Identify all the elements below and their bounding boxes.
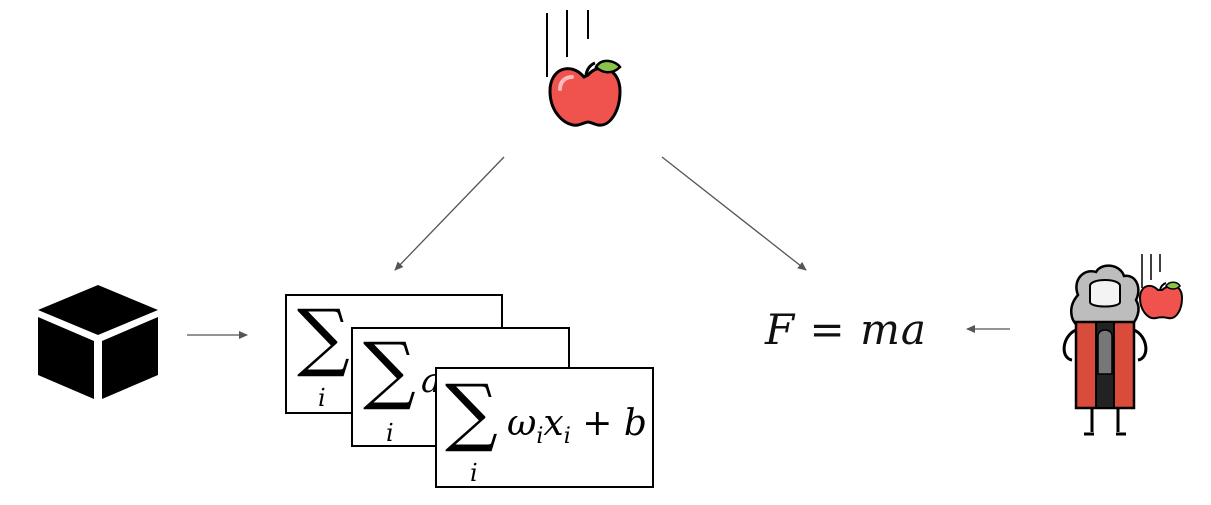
sum-symbol: ∑ bbox=[297, 294, 350, 380]
model-card-3: ∑ i ωixi + b bbox=[435, 367, 654, 488]
bias-symbol: b bbox=[623, 403, 647, 444]
law-lhs: F bbox=[765, 305, 796, 354]
newton-icon bbox=[1062, 254, 1184, 436]
x-symbol: x bbox=[543, 403, 564, 444]
sum-symbol: ∑ bbox=[363, 327, 416, 413]
law-rhs: ma bbox=[860, 305, 927, 354]
sum-index: i bbox=[470, 459, 478, 487]
arrow-apple-to-model bbox=[394, 156, 505, 271]
newton-law: F = ma bbox=[765, 305, 927, 354]
sum-symbol: ∑ bbox=[445, 369, 498, 455]
black-box-icon bbox=[38, 285, 158, 399]
small-apple-icon bbox=[1138, 254, 1184, 320]
apple-icon bbox=[546, 10, 622, 127]
law-equals: = bbox=[809, 305, 846, 354]
sum-index: i bbox=[386, 419, 394, 447]
arrow-apple-to-law bbox=[661, 156, 807, 271]
omega-subscript: i bbox=[536, 424, 544, 450]
x-subscript: i bbox=[563, 424, 571, 450]
sum-index: i bbox=[318, 384, 326, 412]
plus-sign: + bbox=[582, 403, 613, 444]
linear-expression: ωixi + b bbox=[507, 403, 647, 449]
omega-symbol: ω bbox=[507, 403, 537, 444]
